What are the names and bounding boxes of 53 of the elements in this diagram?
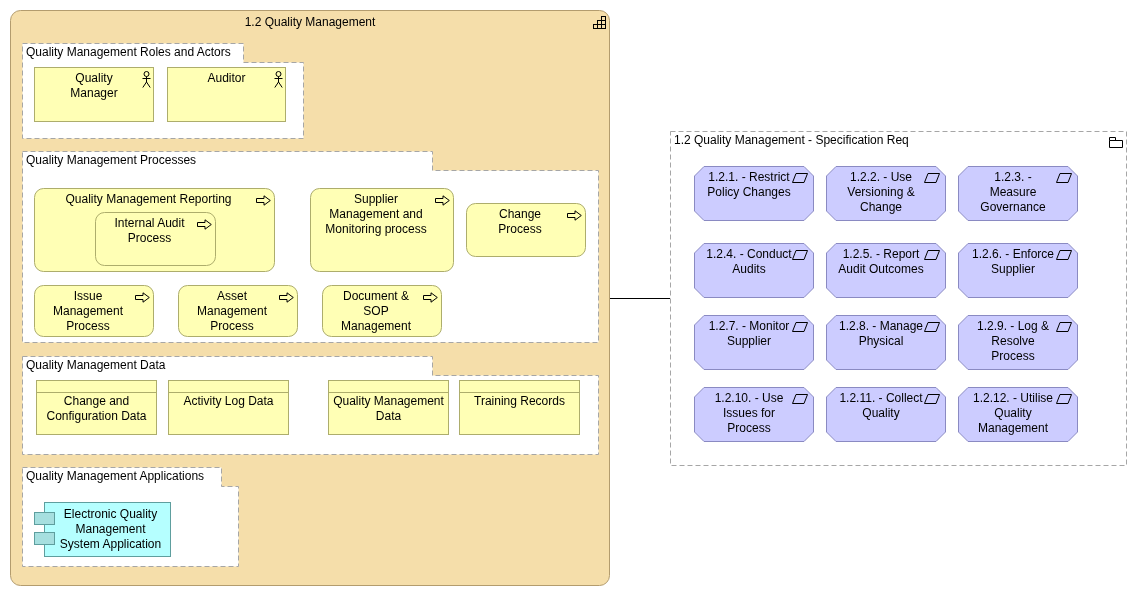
node-label: Electronic Quality Management System Application xyxy=(59,507,162,551)
process-box xyxy=(310,188,454,272)
node-label: 1.2.10. - Use Issues for Process xyxy=(714,391,784,435)
node-label: Internal Audit Process xyxy=(114,216,185,245)
node-label: Training Records xyxy=(474,394,565,408)
node-label: Change Process xyxy=(498,207,542,236)
node-label: 1.2.2. - Use Versioning & Change xyxy=(847,170,915,214)
data-object-box xyxy=(36,380,157,435)
node-label: Document & SOP Management xyxy=(340,289,411,333)
node-label: Issue Management Process xyxy=(52,289,123,333)
node-label: 1.2.4. - Conduct Audits xyxy=(706,247,792,276)
group-title: Quality Management Roles and Actors xyxy=(26,45,231,59)
node-label: 1.2.9. - Log & Resolve Process xyxy=(976,319,1049,363)
process-box xyxy=(34,285,154,337)
node-label: Asset Management Process xyxy=(196,289,267,333)
group-title: Quality Management Applications xyxy=(26,469,205,483)
actor-box xyxy=(167,67,286,122)
panel-title: 1.2 Quality Management xyxy=(244,15,376,29)
group-title: 1.2 Quality Management - Specification Req xyxy=(674,133,909,147)
node-label: Quality Manager xyxy=(70,71,118,100)
group-frame xyxy=(22,467,239,567)
capability-panel xyxy=(10,10,610,586)
group-frame xyxy=(22,356,599,455)
process-box xyxy=(95,212,216,266)
node-label: 1.2.7. - Monitor Supplier xyxy=(708,319,790,348)
group-frame xyxy=(22,151,599,343)
data-object-box xyxy=(328,380,449,435)
node-label: Activity Log Data xyxy=(183,394,274,408)
node-label: Change and Configuration Data xyxy=(46,394,147,423)
actor-box xyxy=(34,67,154,122)
process-box xyxy=(34,188,275,272)
process-box xyxy=(322,285,442,337)
process-box xyxy=(466,203,586,257)
group-title: Quality Management Data xyxy=(26,358,166,372)
data-object-box xyxy=(459,380,580,435)
node-label: 1.2.8. - Manage Physical xyxy=(838,319,924,348)
node-label: 1.2.3. - Measure Governance xyxy=(980,170,1046,214)
node-label: 1.2.6. - Enforce Supplier xyxy=(971,247,1054,276)
application-component-box xyxy=(34,502,171,557)
group-frame xyxy=(670,131,1127,466)
node-label: Quality Management Reporting xyxy=(65,192,232,206)
node-label: 1.2.5. - Report Audit Outcomes xyxy=(838,247,924,276)
node-label: Quality Management Data xyxy=(333,394,444,423)
data-object-box xyxy=(168,380,289,435)
connector-line xyxy=(609,298,671,299)
process-box xyxy=(178,285,298,337)
node-label: 1.2.11. - Collect Quality xyxy=(839,391,923,420)
node-label: 1.2.12. - Utilise Quality Management xyxy=(972,391,1053,435)
group-title: Quality Management Processes xyxy=(26,153,197,167)
node-label: Supplier Management and Monitoring process xyxy=(325,192,427,236)
group-frame xyxy=(22,43,304,139)
node-label: 1.2.1. - Restrict Policy Changes xyxy=(707,170,791,199)
node-label: Auditor xyxy=(207,71,246,85)
